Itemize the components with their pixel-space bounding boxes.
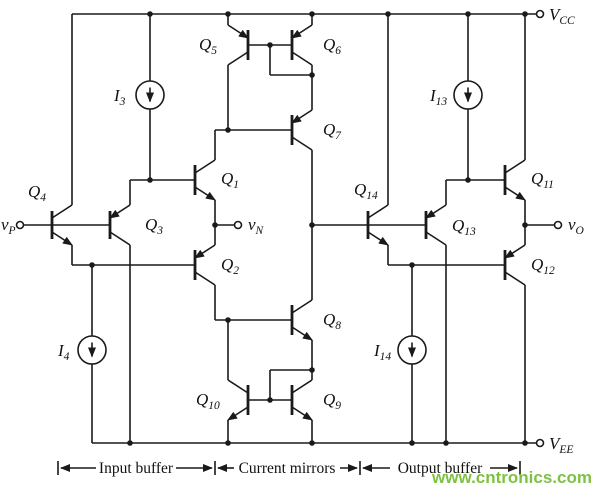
- label-vcc: VCC: [549, 5, 575, 27]
- transistor-q3: [108, 179, 195, 443]
- label-q9: Q9: [323, 390, 341, 412]
- label-q12: Q12: [531, 255, 555, 277]
- label-i3: I3: [113, 86, 126, 108]
- vee-rail: [92, 438, 545, 448]
- transistor-q8: [215, 299, 313, 380]
- label-q3: Q3: [145, 215, 163, 237]
- label-q6: Q6: [323, 35, 341, 57]
- label-q14: Q14: [354, 180, 378, 202]
- watermark-text: www.cntronics.com: [431, 468, 592, 487]
- section-markers: Input buffer Current mirrors Output buff…: [57, 460, 521, 477]
- label-q2: Q2: [221, 255, 239, 277]
- section-label-output-buffer: Output buffer: [398, 460, 483, 477]
- label-q8: Q8: [323, 310, 341, 332]
- transistor-q10: [227, 320, 250, 443]
- label-q13: Q13: [452, 216, 476, 238]
- transistor-q14: [366, 14, 505, 266]
- transistor-q13: [424, 179, 505, 443]
- top-mirror-base-wire: [248, 44, 312, 76]
- current-source-i13: [453, 14, 483, 180]
- junction-dots: [89, 11, 528, 446]
- transistor-q2: [193, 225, 216, 320]
- label-q10: Q10: [196, 390, 220, 412]
- transistor-q7: [215, 109, 313, 300]
- input-buffer-section: [15, 14, 243, 443]
- label-q4: Q4: [28, 182, 46, 204]
- vo-terminal: [553, 220, 563, 230]
- section-label-current-mirrors: Current mirrors: [239, 460, 336, 477]
- label-q11: Q11: [531, 169, 554, 191]
- vp-terminal: [15, 220, 25, 230]
- current-mirrors-section: [215, 14, 426, 443]
- label-vee: VEE: [549, 434, 573, 456]
- label-q1: Q1: [221, 169, 239, 191]
- label-q7: Q7: [323, 120, 342, 142]
- transistor-q11: [503, 14, 526, 225]
- vcc-rail: [72, 9, 545, 19]
- transistor-q9: [290, 379, 313, 443]
- bottom-mirror-base-wire: [248, 369, 312, 401]
- transistor-q5: [227, 14, 250, 130]
- label-i4: I4: [57, 341, 70, 363]
- label-vn: vN: [248, 215, 265, 237]
- section-label-input-buffer: Input buffer: [99, 460, 174, 477]
- vn-terminal: [233, 220, 243, 230]
- current-source-i4: [77, 265, 107, 443]
- current-source-i3: [135, 14, 165, 180]
- label-vo: vO: [568, 215, 585, 237]
- label-i14: I14: [373, 341, 391, 363]
- label-vp: vP: [1, 215, 16, 237]
- transistor-q12: [503, 225, 526, 443]
- vee-terminal: [535, 438, 545, 448]
- current-source-i14: [397, 265, 427, 443]
- label-q5: Q5: [199, 35, 217, 57]
- transistor-q4: [50, 14, 195, 266]
- vcc-terminal: [535, 9, 545, 19]
- transistor-q6: [290, 14, 313, 110]
- label-i13: I13: [429, 86, 447, 108]
- transistor-q1: [193, 130, 216, 225]
- output-buffer-section: [366, 14, 563, 443]
